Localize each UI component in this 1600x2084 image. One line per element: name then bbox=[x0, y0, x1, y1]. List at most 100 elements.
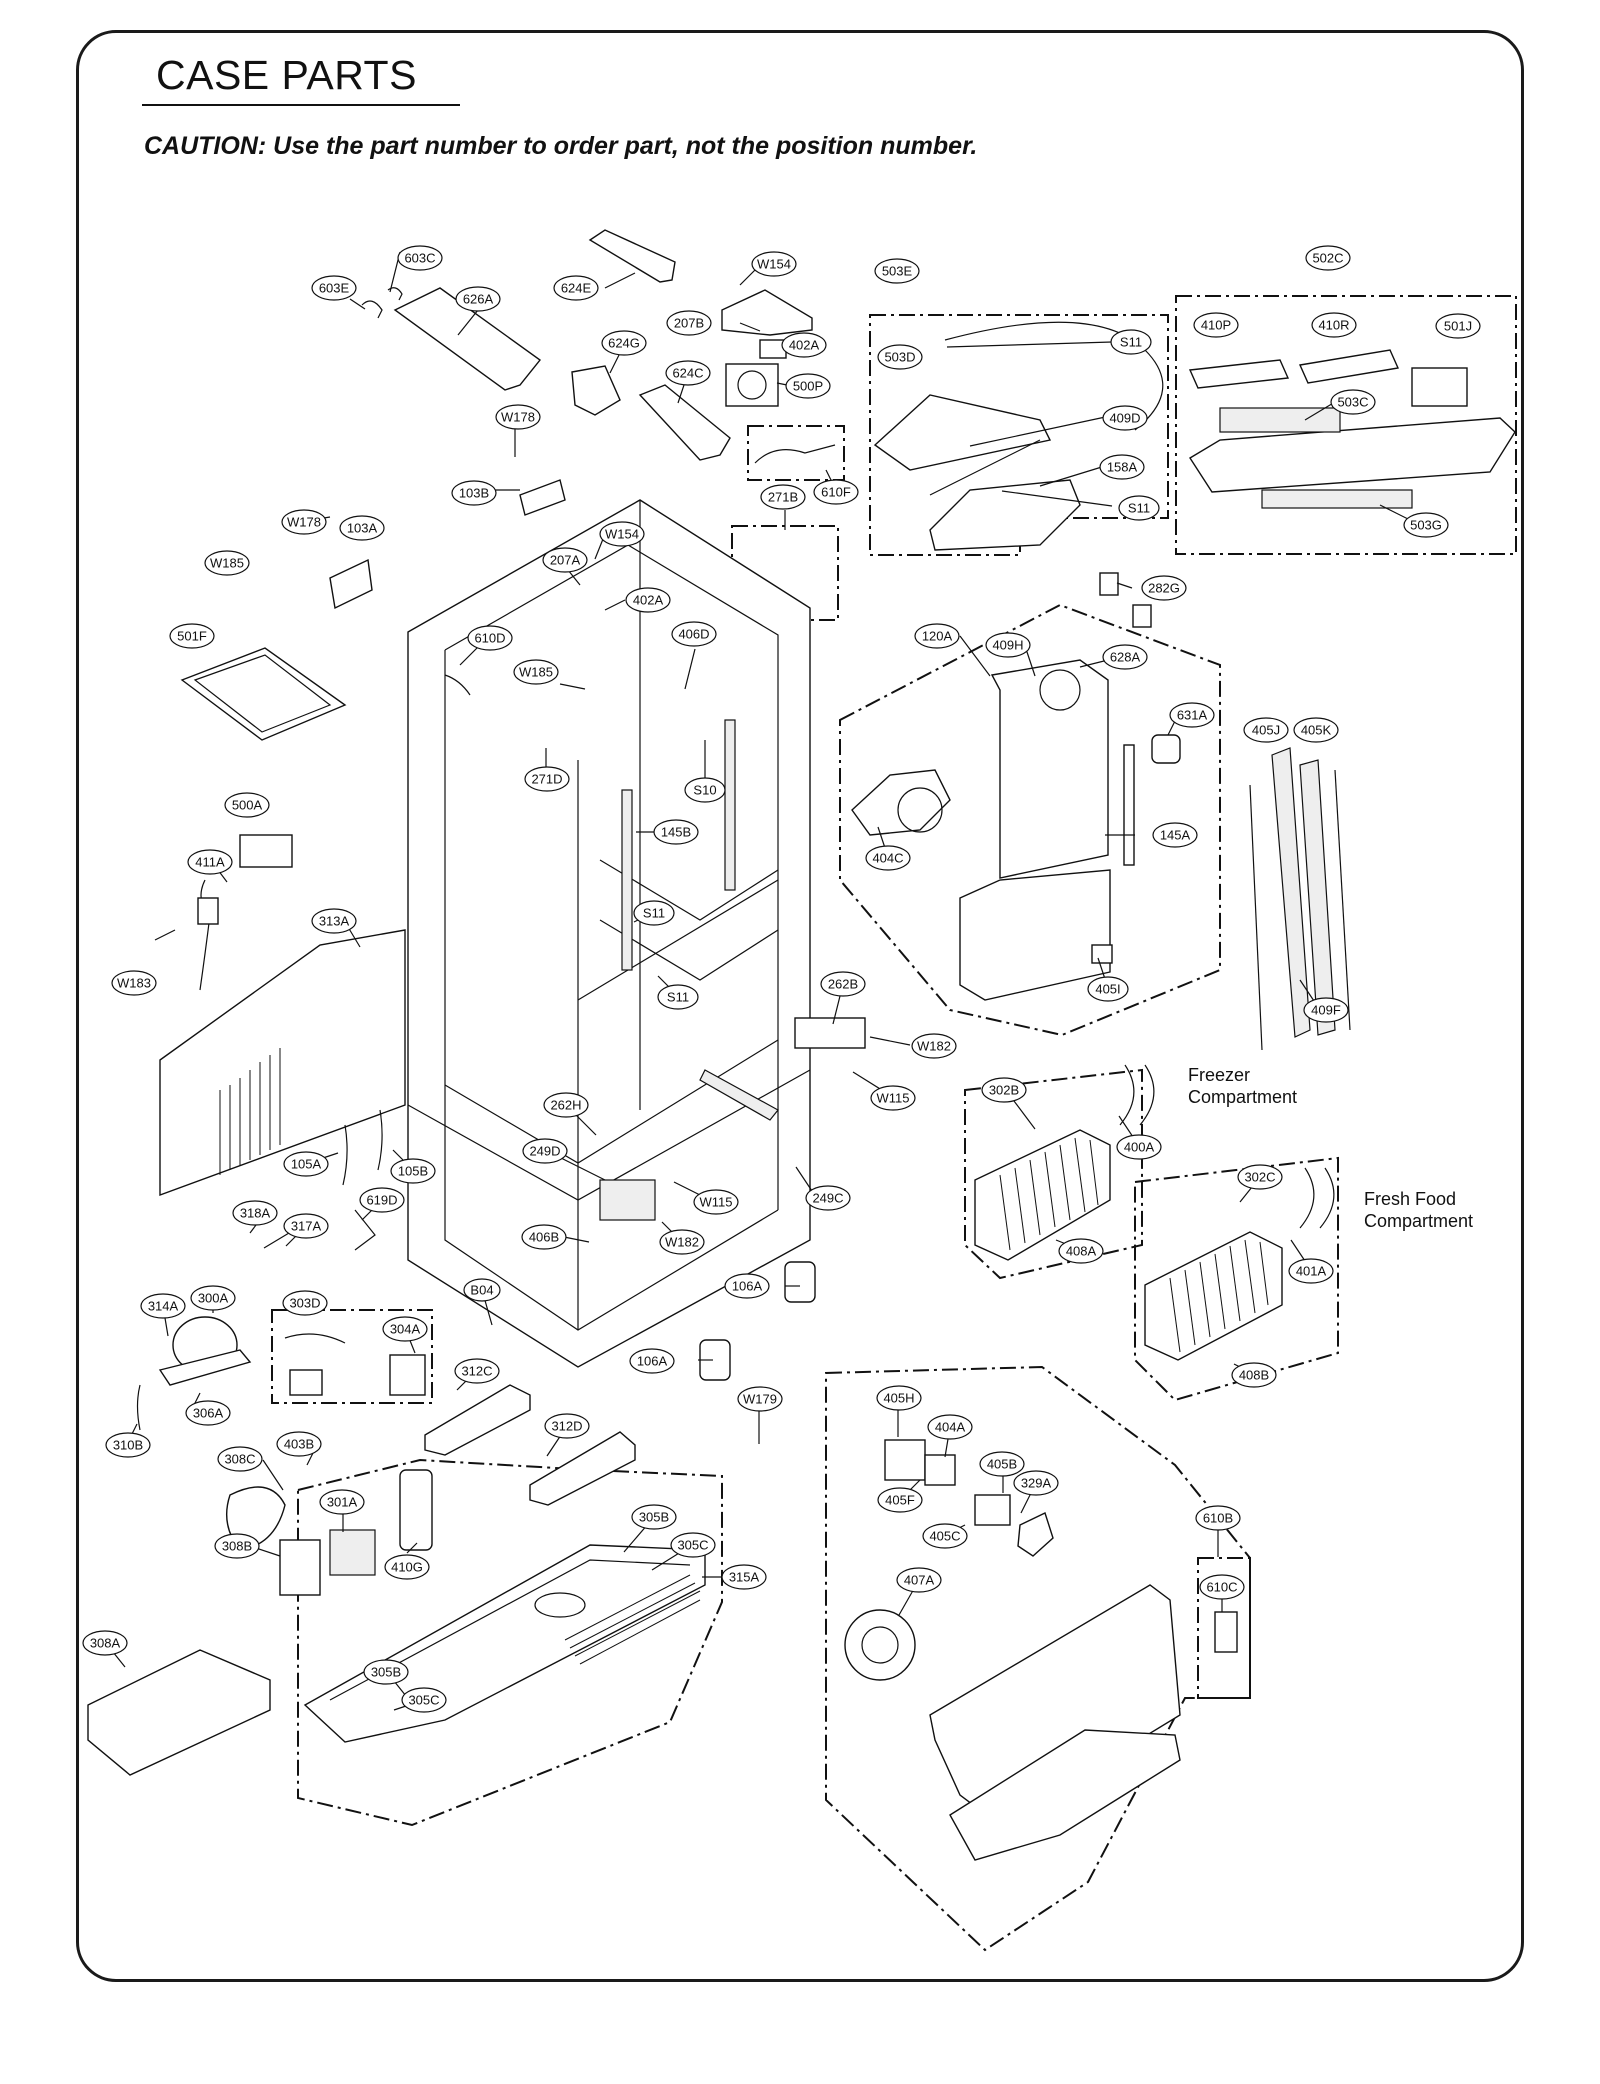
caution-note: CAUTION: Use the part number to order pa… bbox=[144, 132, 978, 160]
callout-label: 303D bbox=[289, 1296, 320, 1311]
callout-label: 405I bbox=[1095, 982, 1120, 997]
callout: 310B bbox=[105, 1432, 151, 1458]
callout: 262B bbox=[820, 971, 866, 997]
callout-label: 271B bbox=[768, 490, 798, 505]
callout-label: 106A bbox=[637, 1354, 668, 1369]
callout-label: W182 bbox=[665, 1235, 699, 1250]
callout-label: W115 bbox=[700, 1195, 733, 1210]
module-624g bbox=[571, 365, 621, 416]
fresh-food-compartment-label: Fresh Food Compartment bbox=[1364, 1188, 1473, 1232]
callout-label: 631A bbox=[1177, 708, 1208, 723]
housing-207b bbox=[721, 289, 813, 336]
callout: 262H bbox=[543, 1092, 589, 1118]
callout: 305B bbox=[631, 1504, 677, 1530]
callout-label: 407A bbox=[904, 1573, 935, 1588]
bracket-103b bbox=[519, 479, 566, 516]
callout-label: 305C bbox=[677, 1538, 708, 1553]
callout-label: 302B bbox=[989, 1083, 1019, 1098]
callout-label: 411A bbox=[195, 855, 225, 870]
callout-label: 610C bbox=[1206, 1580, 1237, 1595]
callouts: 603C 603E 626A 624E W154 207B 402A 624G … bbox=[82, 245, 1481, 1713]
callout: 405J bbox=[1243, 717, 1289, 743]
callout: 624G bbox=[601, 330, 647, 356]
evaporator-408a-fins bbox=[999, 1137, 1099, 1251]
callout: 409F bbox=[1303, 997, 1349, 1023]
callout-label: 502C bbox=[1312, 251, 1343, 266]
callout: 249C bbox=[805, 1185, 851, 1211]
sensor-405i bbox=[1091, 944, 1113, 964]
callout-label: 624C bbox=[672, 366, 703, 381]
callout-label: 310B bbox=[113, 1438, 143, 1453]
callout: 305C bbox=[401, 1687, 447, 1713]
callout-label: 610D bbox=[474, 631, 505, 646]
air-duct-assembly-120a bbox=[851, 659, 1181, 1001]
callout: S10 bbox=[684, 777, 726, 803]
callout: 402A bbox=[781, 332, 827, 358]
group-freezer-evaporator-outline bbox=[964, 1068, 1143, 1280]
callout: 410R bbox=[1311, 312, 1357, 338]
fresh-label-line1: Fresh Food bbox=[1364, 1189, 1457, 1209]
back-cover-vents bbox=[219, 1048, 281, 1175]
callout: 313A bbox=[311, 908, 357, 934]
callout-label: 619D bbox=[366, 1193, 397, 1208]
callout: 502C bbox=[1305, 245, 1351, 271]
callout-label: W183 bbox=[117, 976, 151, 991]
callout-label: 304A bbox=[390, 1322, 421, 1337]
callout: 103A bbox=[339, 515, 385, 541]
callout: 411A bbox=[187, 849, 233, 875]
callout-label: 262H bbox=[550, 1098, 581, 1113]
callout: W183 bbox=[111, 970, 157, 996]
callout-label: 329A bbox=[1021, 1476, 1052, 1491]
callout-label: W178 bbox=[287, 515, 321, 530]
duct-lower bbox=[959, 869, 1111, 1001]
callout-label: B04 bbox=[470, 1283, 493, 1298]
group-502c-outline bbox=[1175, 295, 1517, 555]
board-501j bbox=[1411, 367, 1468, 407]
title-underline bbox=[142, 104, 460, 106]
callout-label: 405C bbox=[929, 1529, 960, 1544]
callout: 120A bbox=[914, 623, 960, 649]
callout: 207A bbox=[542, 547, 588, 573]
callout-label: 282G bbox=[1148, 581, 1180, 596]
base-308a bbox=[87, 1649, 271, 1776]
callout: W115 bbox=[870, 1085, 916, 1111]
callout: 503C bbox=[1330, 389, 1376, 415]
callout: 500P bbox=[785, 373, 831, 399]
callout: W178 bbox=[495, 404, 541, 430]
page-title: CASE PARTS bbox=[156, 52, 417, 98]
bracket-249d bbox=[599, 1179, 656, 1221]
control-board-503c bbox=[1189, 417, 1516, 493]
evaporator-408b bbox=[1144, 1231, 1283, 1361]
callout: S11 bbox=[657, 984, 699, 1010]
knob-631a bbox=[1151, 734, 1181, 764]
callout-label: W185 bbox=[210, 556, 244, 571]
callout-label: 405F bbox=[885, 1493, 915, 1508]
top-right-parts bbox=[873, 321, 1516, 628]
callout: 406D bbox=[671, 621, 717, 647]
callout-label: 305C bbox=[408, 1693, 439, 1708]
callout-label: 105A bbox=[291, 1157, 322, 1172]
group-610b-outline bbox=[1197, 1557, 1251, 1699]
callout-label: 610B bbox=[1203, 1511, 1233, 1526]
motor-mount-405h bbox=[884, 1439, 926, 1481]
callout: 400A bbox=[1116, 1134, 1162, 1160]
callout-label: 624E bbox=[561, 281, 592, 296]
callout: W178 bbox=[281, 509, 327, 535]
callout: 308C bbox=[217, 1446, 263, 1472]
callout-label: 406B bbox=[529, 1230, 559, 1245]
callout-label: 312D bbox=[551, 1419, 582, 1434]
duct-panel bbox=[990, 659, 1109, 879]
clip-282g bbox=[1099, 572, 1119, 596]
callout-label: 501J bbox=[1444, 319, 1472, 334]
capacitor-410g bbox=[399, 1469, 433, 1551]
fan-329a bbox=[1017, 1512, 1054, 1557]
callout-label: S11 bbox=[667, 990, 689, 1005]
callout-label: 308B bbox=[222, 1539, 252, 1554]
callout: 271D bbox=[524, 766, 570, 792]
callout: 405I bbox=[1087, 976, 1129, 1002]
callout: 405F bbox=[877, 1487, 923, 1513]
callout-label: 503E bbox=[882, 264, 913, 279]
callout-label: 603C bbox=[404, 251, 435, 266]
callout-label: 308A bbox=[90, 1636, 121, 1651]
callout-label: W115 bbox=[877, 1091, 910, 1106]
